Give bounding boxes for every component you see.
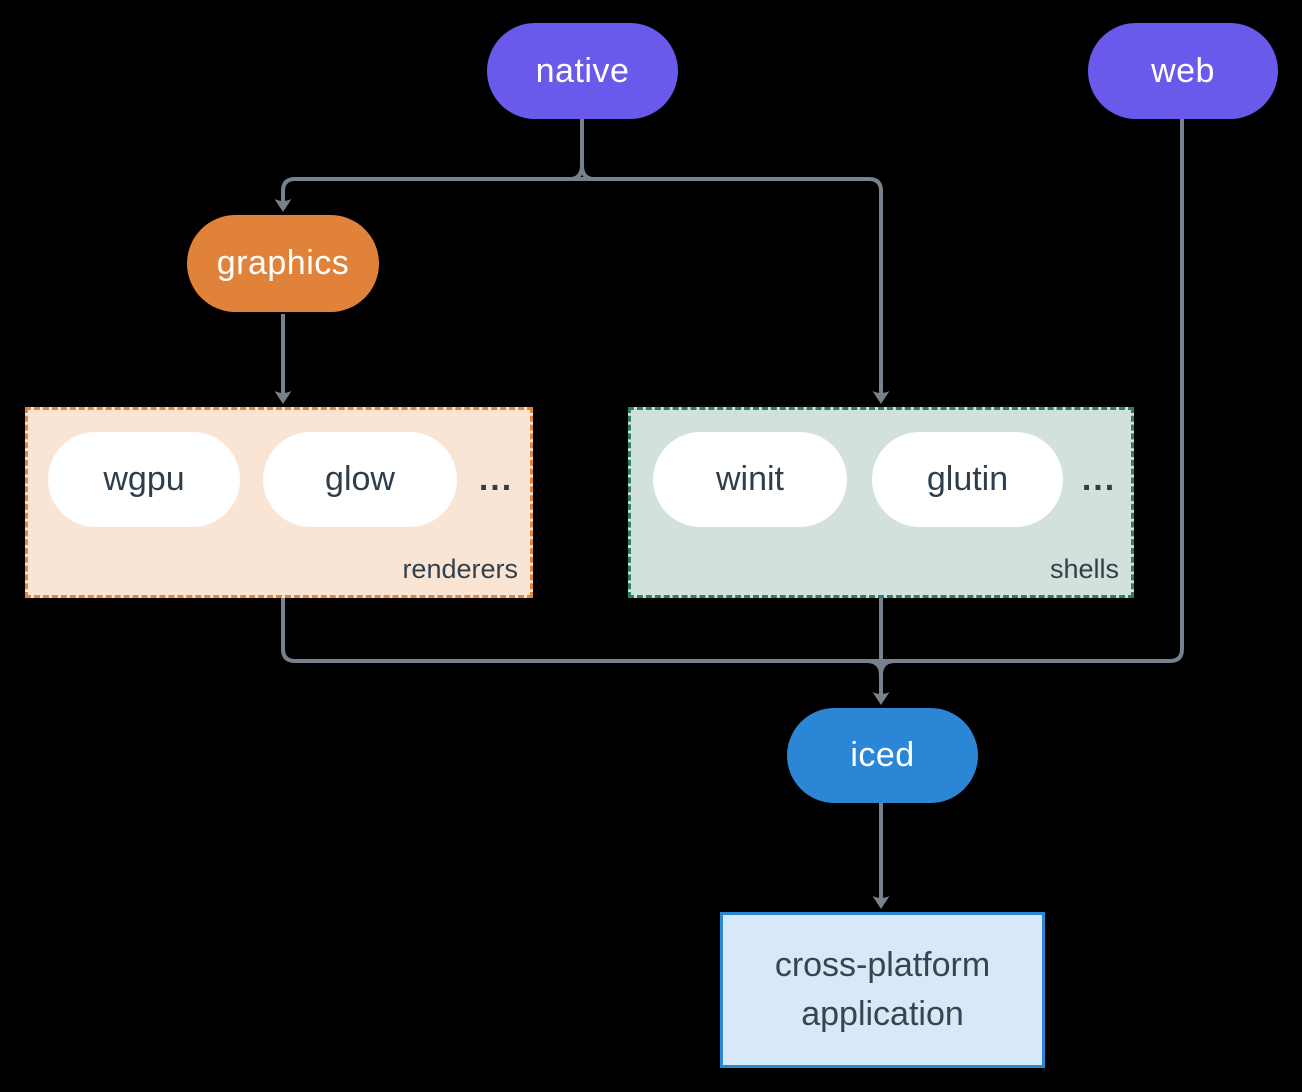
node-graphics-label: graphics bbox=[216, 244, 350, 282]
node-glutin: glutin bbox=[872, 432, 1063, 527]
renderers-ellipsis: ... bbox=[478, 460, 514, 498]
edge-merge-flare-left bbox=[866, 659, 883, 676]
arrowhead-into-app bbox=[872, 896, 890, 909]
node-web-label: web bbox=[1151, 51, 1215, 90]
node-native: native bbox=[487, 23, 678, 119]
shells-group-label: shells bbox=[1049, 554, 1119, 584]
group-shells: winit glutin ... shells bbox=[628, 407, 1134, 598]
node-wgpu-label: wgpu bbox=[103, 460, 185, 498]
edge-native-to-graphics-and-shells bbox=[281, 177, 883, 393]
node-wgpu: wgpu bbox=[48, 432, 240, 527]
node-glow-label: glow bbox=[325, 460, 395, 498]
app-label-line1: cross-platform bbox=[774, 945, 991, 984]
group-renderers: wgpu glow ... renderers bbox=[25, 407, 533, 598]
node-cross-platform-application: cross-platform application bbox=[720, 912, 1045, 1068]
node-web: web bbox=[1088, 23, 1278, 119]
node-graphics: graphics bbox=[187, 215, 379, 312]
shells-ellipsis: ... bbox=[1081, 460, 1117, 498]
edge-merge-flare-right bbox=[879, 659, 896, 676]
node-winit-label: winit bbox=[715, 460, 785, 498]
node-winit: winit bbox=[653, 432, 847, 527]
arrowhead-into-renderers bbox=[274, 391, 292, 404]
app-label-line2: application bbox=[801, 995, 964, 1033]
node-glow: glow bbox=[263, 432, 457, 527]
node-iced-label: iced bbox=[850, 736, 915, 774]
renderers-group-label: renderers bbox=[402, 554, 518, 584]
node-native-label: native bbox=[535, 51, 630, 90]
node-glutin-label: glutin bbox=[926, 460, 1009, 498]
edge-split-flare-right bbox=[580, 164, 595, 181]
arrowhead-into-graphics bbox=[274, 199, 292, 212]
node-iced: iced bbox=[787, 708, 978, 803]
arrowhead-into-iced bbox=[872, 692, 890, 705]
edge-renderers-web-rail bbox=[281, 119, 1184, 663]
arrowhead-into-shells bbox=[872, 391, 890, 404]
